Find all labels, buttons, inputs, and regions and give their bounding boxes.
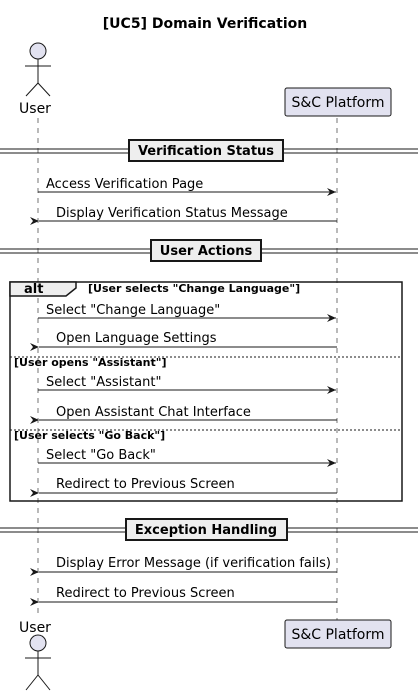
alt-guard-go-back: [User selects "Go Back"]: [14, 429, 165, 442]
divider-user-actions: User Actions: [0, 239, 418, 262]
alt-frame: alt [User selects "Change Language"] [Us…: [9, 281, 403, 502]
user-actor-icon-top: [25, 42, 51, 97]
alt-operator-label: alt: [24, 282, 43, 297]
message-redirect-previous-screen-final: Redirect to Previous Screen: [56, 586, 235, 601]
platform-label-top: S&C Platform: [291, 95, 384, 111]
message-display-error: Display Error Message (if verification f…: [56, 556, 331, 571]
diagram-title: [UC5] Domain Verification: [103, 16, 307, 32]
message-select-assistant: Select "Assistant": [46, 375, 161, 390]
divider-exception-handling-label: Exception Handling: [135, 523, 277, 538]
divider-user-actions-label: User Actions: [160, 244, 253, 259]
user-label-top: User: [19, 101, 51, 117]
platform-label-bottom: S&C Platform: [291, 627, 384, 643]
message-select-go-back: Select "Go Back": [46, 448, 156, 463]
divider-verification-status-label: Verification Status: [138, 144, 274, 159]
user-label-bottom: User: [19, 620, 51, 636]
message-display-status: Display Verification Status Message: [56, 206, 288, 221]
user-actor-icon-bottom: [25, 634, 51, 691]
platform-box-top: [284, 87, 392, 117]
divider-verification-status: Verification Status: [0, 139, 418, 162]
message-open-language-settings: Open Language Settings: [56, 331, 217, 346]
divider-exception-handling: Exception Handling: [0, 518, 418, 541]
platform-box-bottom: [284, 619, 392, 649]
message-open-assistant-chat: Open Assistant Chat Interface: [56, 405, 251, 420]
alt-guard-assistant: [User opens "Assistant"]: [14, 356, 167, 369]
message-select-change-language: Select "Change Language": [46, 303, 220, 318]
message-redirect-previous-screen: Redirect to Previous Screen: [56, 477, 235, 492]
message-access-verification-page: Access Verification Page: [46, 177, 203, 192]
alt-guard-change-language: [User selects "Change Language"]: [88, 282, 300, 295]
